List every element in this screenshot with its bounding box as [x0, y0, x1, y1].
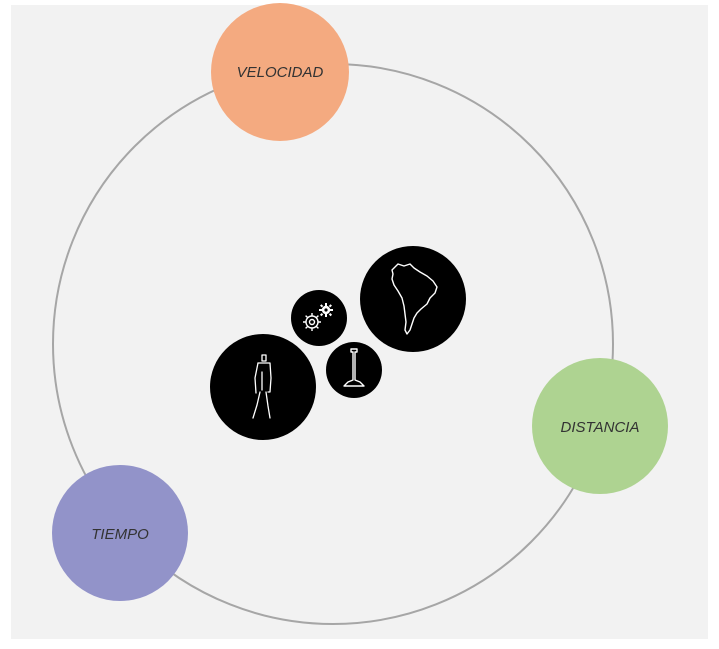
gears-icon [291, 290, 347, 346]
node-tiempo-label: TIEMPO [91, 526, 149, 543]
node-tiempo: TIEMPO [52, 465, 188, 601]
node-tiempo-circle [52, 465, 188, 601]
south-america-map-icon [360, 246, 466, 352]
node-distancia: DISTANCIA [532, 358, 668, 494]
node-velocidad-circle [211, 3, 349, 141]
node-distancia-circle [532, 358, 668, 494]
node-velocidad: VELOCIDAD [211, 3, 349, 141]
node-velocidad-label: VELOCIDAD [237, 64, 324, 81]
human-figure-icon [210, 334, 316, 440]
pendulum-icon [326, 342, 382, 398]
node-distancia-label: DISTANCIA [561, 419, 640, 436]
